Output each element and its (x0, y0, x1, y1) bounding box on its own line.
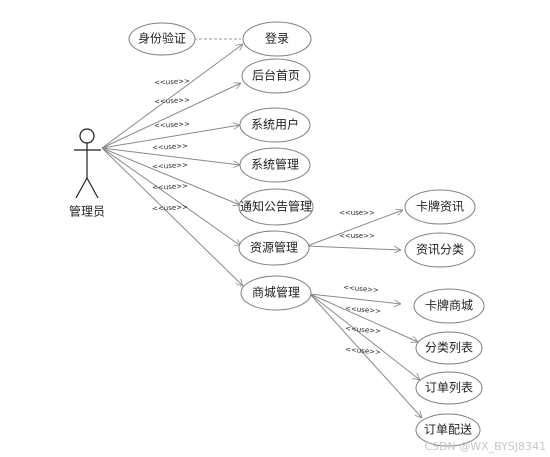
stereotype-labels: <<use>> <<use>> <<use>> <<use>> <<use>> … (152, 77, 381, 356)
association-login (101, 44, 243, 149)
stereotype-label: <<use>> (345, 345, 382, 356)
actor-associations (101, 44, 243, 286)
use-case-label: 订单配送 (424, 422, 472, 437)
use-case-ellipse (238, 230, 310, 266)
watermark: CSDN @WX_BYSJ8341 (424, 440, 546, 453)
association-system-admin (101, 147, 240, 165)
use-case-identity[interactable]: 身份验证 (128, 22, 196, 56)
use-case-label: 卡牌资讯 (416, 200, 464, 214)
association-card-mall (309, 293, 401, 304)
stereotype-label: <<use>> (339, 232, 375, 240)
use-case-label: 身份验证 (138, 31, 186, 46)
use-case-ellipse (241, 58, 311, 94)
stereotype-label: <<use>> (345, 304, 382, 315)
use-case-mall[interactable]: 商城管理 (240, 275, 312, 311)
use-case-ellipse (415, 413, 481, 447)
use-case-label: 订单列表 (425, 381, 473, 395)
stereotype-label: <<use>> (152, 161, 188, 171)
use-case-admin-home[interactable]: 后台首页 (241, 58, 311, 94)
use-case-ellipse (404, 232, 476, 268)
use-case-label: 系统管理 (251, 157, 299, 172)
use-case-system-admin[interactable]: 系统管理 (239, 147, 311, 183)
actor-right-leg (86, 177, 99, 199)
use-case-label: 资讯分类 (416, 243, 464, 257)
association-news-category (306, 245, 401, 250)
use-case-ellipse (239, 107, 311, 143)
stereotype-label: <<use>> (152, 203, 188, 213)
stereotype-label: <<use>> (154, 120, 190, 130)
association-mall (101, 147, 243, 286)
use-case-order-delivery[interactable]: 订单配送 (415, 413, 481, 447)
association-system-users (101, 125, 240, 149)
use-case-ellipse (415, 331, 483, 365)
stereotype-label: <<use>> (345, 324, 382, 335)
actor-head (79, 128, 95, 144)
use-case-login[interactable]: 登录 (242, 21, 312, 57)
use-case-card-mall[interactable]: 卡牌商城 (413, 288, 485, 324)
actor-left-leg (75, 177, 88, 199)
association-order-list (309, 293, 420, 380)
use-case-resources[interactable]: 资源管理 (238, 230, 310, 266)
use-case-ellipse (413, 288, 485, 324)
use-case-ellipse (404, 189, 476, 225)
association-order-delivery (309, 293, 422, 418)
use-case-ellipse (240, 275, 312, 311)
association-resources (101, 147, 241, 246)
use-case-category-list[interactable]: 分类列表 (415, 331, 483, 365)
stereotype-label: <<use>> (154, 96, 190, 106)
use-case-ellipse (415, 371, 483, 405)
stereotype-label: <<use>> (152, 142, 188, 152)
association-category-list (309, 293, 418, 342)
stereotype-label: <<use>> (152, 182, 188, 192)
use-case-label: 后台首页 (252, 68, 300, 83)
use-case-label: 分类列表 (425, 341, 473, 355)
association-card-news (306, 210, 403, 247)
use-case-ellipse (128, 22, 196, 56)
use-case-ellipse (239, 147, 311, 183)
use-case-label: 资源管理 (250, 240, 298, 255)
use-case-label: 登录 (265, 31, 289, 46)
actor-admin: 管理员 (69, 128, 105, 219)
use-case-card-news[interactable]: 卡牌资讯 (404, 189, 476, 225)
use-case-label: 系统用户 (251, 117, 299, 132)
association-admin-home (101, 83, 241, 149)
use-case-ellipse (238, 188, 314, 226)
use-case-label: 卡牌商城 (425, 298, 473, 313)
stereotype-label: <<use>> (343, 283, 380, 294)
use-case-notice[interactable]: 通知公告管理 (238, 188, 314, 226)
actor-label: 管理员 (69, 204, 105, 219)
use-case-order-list[interactable]: 订单列表 (415, 371, 483, 405)
use-case-ellipse (242, 21, 312, 57)
association-notice (101, 147, 240, 205)
stereotype-label: <<use>> (339, 209, 375, 217)
use-case-label: 通知公告管理 (240, 199, 312, 214)
use-case-news-category[interactable]: 资讯分类 (404, 232, 476, 268)
stereotype-label: <<use>> (154, 77, 190, 87)
use-case-system-users[interactable]: 系统用户 (239, 107, 311, 143)
sub-associations (306, 210, 422, 418)
use-case-label: 商城管理 (252, 285, 300, 300)
